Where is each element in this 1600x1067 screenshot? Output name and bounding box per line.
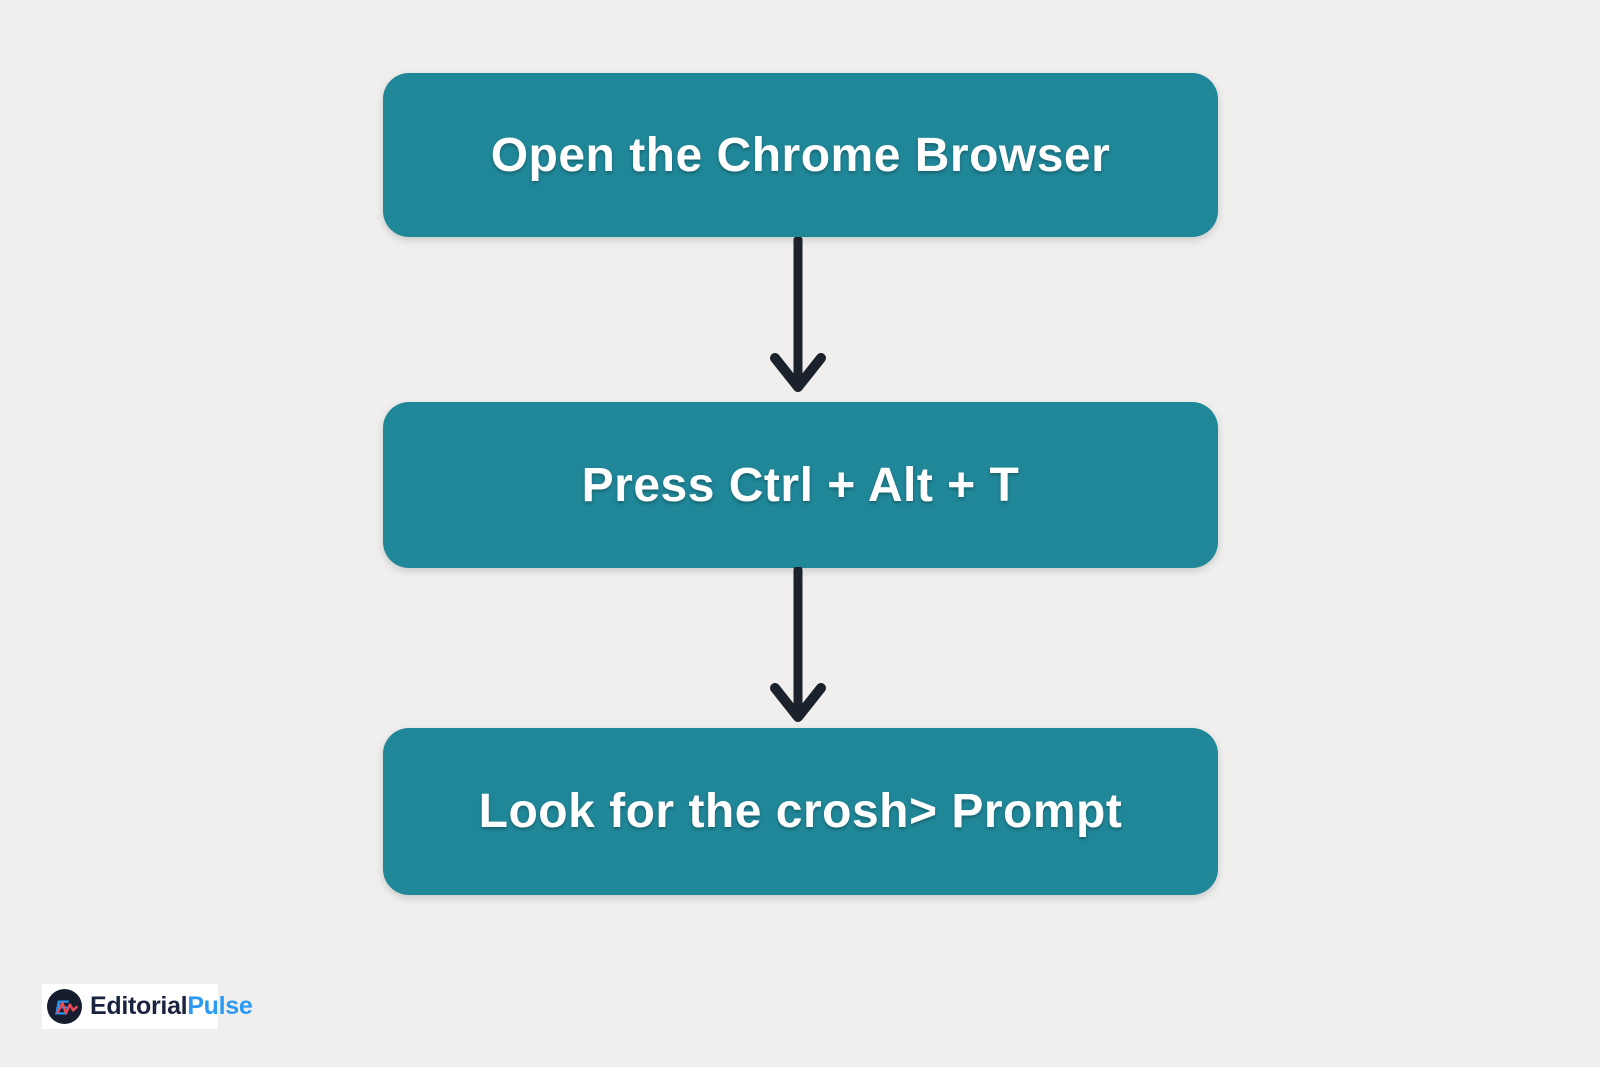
pulse-line-icon (56, 1001, 78, 1015)
flowchart-step-press-ctrl-alt-t: Press Ctrl + Alt + T (383, 402, 1218, 568)
logo-wordmark: EditorialPulse (90, 994, 253, 1019)
step-open-chrome-label: Open the Chrome Browser (490, 128, 1111, 182)
flowchart-step-look-for-crosh-prompt: Look for the crosh> Prompt (383, 728, 1218, 895)
flowchart-step-open-chrome: Open the Chrome Browser (383, 73, 1218, 237)
editorial-pulse-logo-icon: E (47, 989, 82, 1024)
step-press-ctrl-alt-t-label: Press Ctrl + Alt + T (581, 458, 1020, 512)
down-arrow-icon (770, 237, 826, 392)
logo-text-pulse: Pulse (187, 992, 253, 1020)
down-arrow-icon (770, 567, 826, 722)
logo-text-editorial: Editorial (90, 992, 188, 1020)
editorial-pulse-logo: E EditorialPulse (42, 984, 253, 1029)
step-look-for-crosh-prompt-label: Look for the crosh> Prompt (478, 785, 1123, 838)
